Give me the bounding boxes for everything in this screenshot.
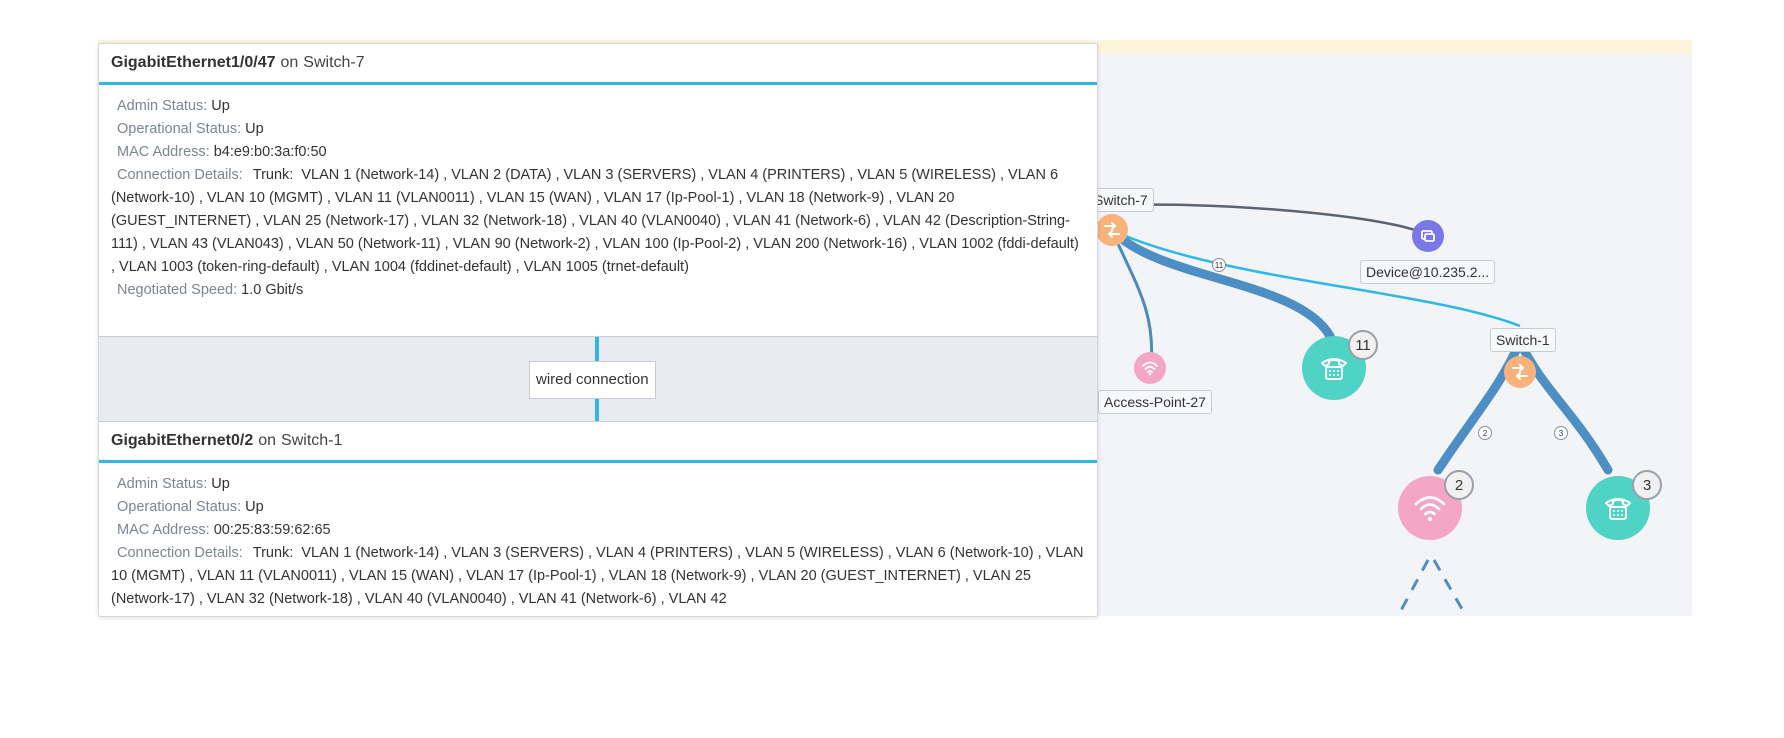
mac-address-label: MAC Address: — [117, 522, 210, 538]
device-icon — [1421, 230, 1435, 242]
access-point-node[interactable] — [1134, 352, 1166, 384]
source-operational-status: Operational Status: Up — [111, 118, 1085, 141]
operational-status-label: Operational Status: — [117, 499, 242, 515]
connection-strip: wired connection — [99, 336, 1097, 422]
target-switch-name[interactable]: Switch-1 — [281, 432, 343, 449]
source-mac-address: MAC Address: b4:e9:b0:3a:f0:50 — [111, 141, 1085, 164]
negotiated-speed-label: Negotiated Speed: — [117, 282, 238, 298]
admin-status-value: Up — [211, 476, 230, 492]
switch1-label[interactable]: Switch-1 — [1490, 328, 1556, 352]
phone-group-count: 3 — [1632, 470, 1662, 500]
switch-icon — [1512, 364, 1528, 380]
admin-status-label: Admin Status: — [117, 476, 208, 492]
source-negotiated-speed: Negotiated Speed: 1.0 Gbit/s — [111, 279, 1085, 302]
operational-status-value: Up — [245, 121, 264, 137]
link-count-switch1-phones: 3 — [1554, 426, 1568, 440]
admin-status-label: Admin Status: — [117, 98, 208, 114]
link-count-switch1-wireless: 2 — [1478, 426, 1492, 440]
mac-address-label: MAC Address: — [117, 144, 210, 160]
access-point-label[interactable]: Access-Point-27 — [1098, 390, 1212, 414]
source-connection-details: Connection Details: Trunk: VLAN 1 (Netwo… — [111, 164, 1085, 279]
phone-icon — [1321, 358, 1347, 380]
wired-connection-label: wired connection — [529, 361, 656, 399]
source-divider — [99, 82, 1097, 85]
target-admin-status: Admin Status: Up — [111, 473, 1085, 496]
switch-icon — [1104, 222, 1120, 238]
source-on-text: on — [280, 54, 299, 71]
wifi-icon — [1142, 361, 1158, 376]
link-detail-panel: GigabitEthernet1/0/47 on Switch-7 Admin … — [98, 43, 1098, 617]
link-wireless-dashed-left — [1396, 559, 1430, 616]
trunk-label: Trunk: — [252, 545, 294, 561]
device-label[interactable]: Device@10.235.2... — [1360, 260, 1496, 284]
operational-status-value: Up — [245, 499, 264, 515]
topology-links — [1107, 203, 1613, 616]
switch1-node[interactable] — [1504, 356, 1536, 388]
link-switch7-device — [1111, 203, 1429, 238]
source-admin-status: Admin Status: Up — [111, 95, 1085, 118]
mac-address-value: b4:e9:b0:3a:f0:50 — [213, 144, 327, 160]
admin-status-value: Up — [211, 98, 230, 114]
phone-group-node[interactable] — [1586, 476, 1650, 540]
wifi-icon — [1414, 496, 1446, 522]
vlan-list: VLAN 1 (Network-14) , VLAN 2 (DATA) , VL… — [111, 167, 1079, 275]
switch7-label[interactable]: Switch-7 — [1088, 188, 1154, 212]
target-on-text: on — [258, 432, 277, 449]
link-switch7-phones — [1107, 225, 1335, 341]
switch7-node[interactable] — [1096, 214, 1128, 246]
source-interface-name: GigabitEthernet1/0/47 — [111, 54, 276, 71]
target-mac-address: MAC Address: 00:25:83:59:62:65 — [111, 519, 1085, 542]
target-connection-details: Connection Details: Trunk: VLAN 1 (Netwo… — [111, 542, 1085, 611]
target-properties: Admin Status: Up Operational Status: Up … — [99, 463, 1097, 616]
negotiated-speed-value: 1.0 Gbit/s — [241, 282, 304, 298]
target-divider — [99, 460, 1097, 463]
link-wireless-dashed-right — [1432, 559, 1468, 616]
source-switch-name[interactable]: Switch-7 — [303, 54, 365, 71]
target-interface-header: GigabitEthernet0/2 on Switch-1 — [99, 422, 1097, 460]
vlan-list: VLAN 1 (Network-14) , VLAN 3 (SERVERS) ,… — [111, 545, 1084, 607]
target-interface-name: GigabitEthernet0/2 — [111, 432, 254, 449]
target-operational-status: Operational Status: Up — [111, 496, 1085, 519]
device-node[interactable] — [1412, 220, 1444, 252]
phone-icon — [1605, 498, 1631, 520]
connection-details-label: Connection Details: — [117, 167, 243, 183]
link-switch7-switch1 — [1111, 228, 1521, 328]
wireless-group-count: 2 — [1444, 470, 1474, 500]
source-properties: Admin Status: Up Operational Status: Up … — [99, 85, 1097, 336]
operational-status-label: Operational Status: — [117, 121, 242, 137]
phone-group-count: 11 — [1348, 330, 1378, 360]
mac-address-value: 00:25:83:59:62:65 — [213, 522, 331, 538]
link-switch1-phones — [1515, 337, 1613, 475]
source-interface-header: GigabitEthernet1/0/47 on Switch-7 — [99, 44, 1097, 82]
link-count-switch7-phones: 11 — [1212, 258, 1226, 272]
connection-details-label: Connection Details: — [117, 545, 243, 561]
trunk-label: Trunk: — [252, 167, 294, 183]
link-switch7-access-point — [1110, 229, 1154, 367]
